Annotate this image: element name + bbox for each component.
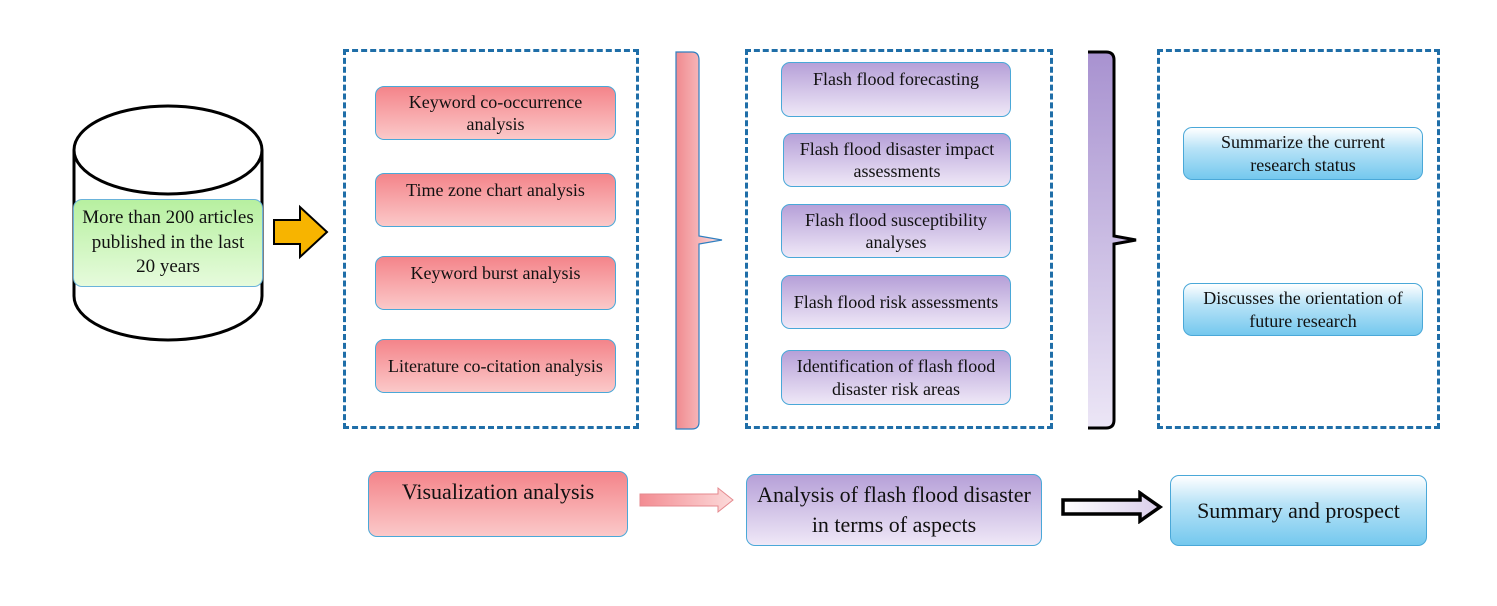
stage-visualization-analysis: Visualization analysis	[368, 471, 628, 537]
aspect-impact-assessments: Flash flood disaster impact assessments	[783, 133, 1011, 187]
method-label: Keyword co-occurrence analysis	[408, 91, 583, 135]
stage-aspect-analysis: Analysis of flash flood disaster in term…	[746, 474, 1042, 546]
outcomes-frame	[1157, 49, 1440, 429]
stage-label: Analysis of flash flood disaster in term…	[757, 482, 1031, 537]
aspect-risk-assessments: Flash flood risk assessments	[781, 275, 1011, 329]
source-articles-text: More than 200 articles published in the …	[82, 206, 254, 278]
black-arrow-icon	[1061, 490, 1164, 524]
methods-frame	[343, 49, 639, 429]
red-brace-icon	[675, 51, 723, 430]
purple-brace-icon	[1088, 50, 1137, 430]
method-label: Keyword burst analysis	[410, 263, 581, 283]
method-literature-cocitation: Literature co-citation analysis	[375, 339, 616, 393]
outcome-summarize-status: Summarize the current research status	[1183, 127, 1423, 180]
method-time-zone-chart: Time zone chart analysis	[375, 173, 616, 227]
aspect-label: Flash flood susceptibility analyses	[805, 209, 987, 253]
stage-summary-prospect: Summary and prospect	[1170, 475, 1427, 546]
outcome-future-research: Discusses the orientation of future rese…	[1183, 283, 1423, 336]
method-keyword-cooccurrence: Keyword co-occurrence analysis	[375, 86, 616, 140]
pink-arrow-icon	[639, 486, 734, 514]
source-articles-box: More than 200 articles published in the …	[73, 199, 263, 287]
aspects-frame	[745, 49, 1053, 429]
outcome-label: Summarize the current research status	[1221, 132, 1385, 175]
stage-label: Visualization analysis	[401, 479, 595, 504]
aspect-susceptibility: Flash flood susceptibility analyses	[781, 204, 1011, 258]
method-keyword-burst: Keyword burst analysis	[375, 256, 616, 310]
aspect-label: Flash flood risk assessments	[793, 291, 999, 312]
aspect-forecasting: Flash flood forecasting	[781, 62, 1011, 117]
aspect-label: Flash flood forecasting	[813, 69, 979, 89]
aspect-risk-areas: Identification of flash flood disaster r…	[781, 350, 1011, 405]
aspect-label: Flash flood disaster impact assessments	[799, 138, 995, 182]
aspect-label: Identification of flash flood disaster r…	[796, 356, 996, 399]
yellow-arrow-icon	[273, 204, 329, 260]
method-label: Time zone chart analysis	[406, 180, 585, 200]
method-label: Literature co-citation analysis	[388, 355, 603, 376]
outcome-label: Discusses the orientation of future rese…	[1203, 288, 1403, 331]
stage-label: Summary and prospect	[1197, 497, 1400, 523]
